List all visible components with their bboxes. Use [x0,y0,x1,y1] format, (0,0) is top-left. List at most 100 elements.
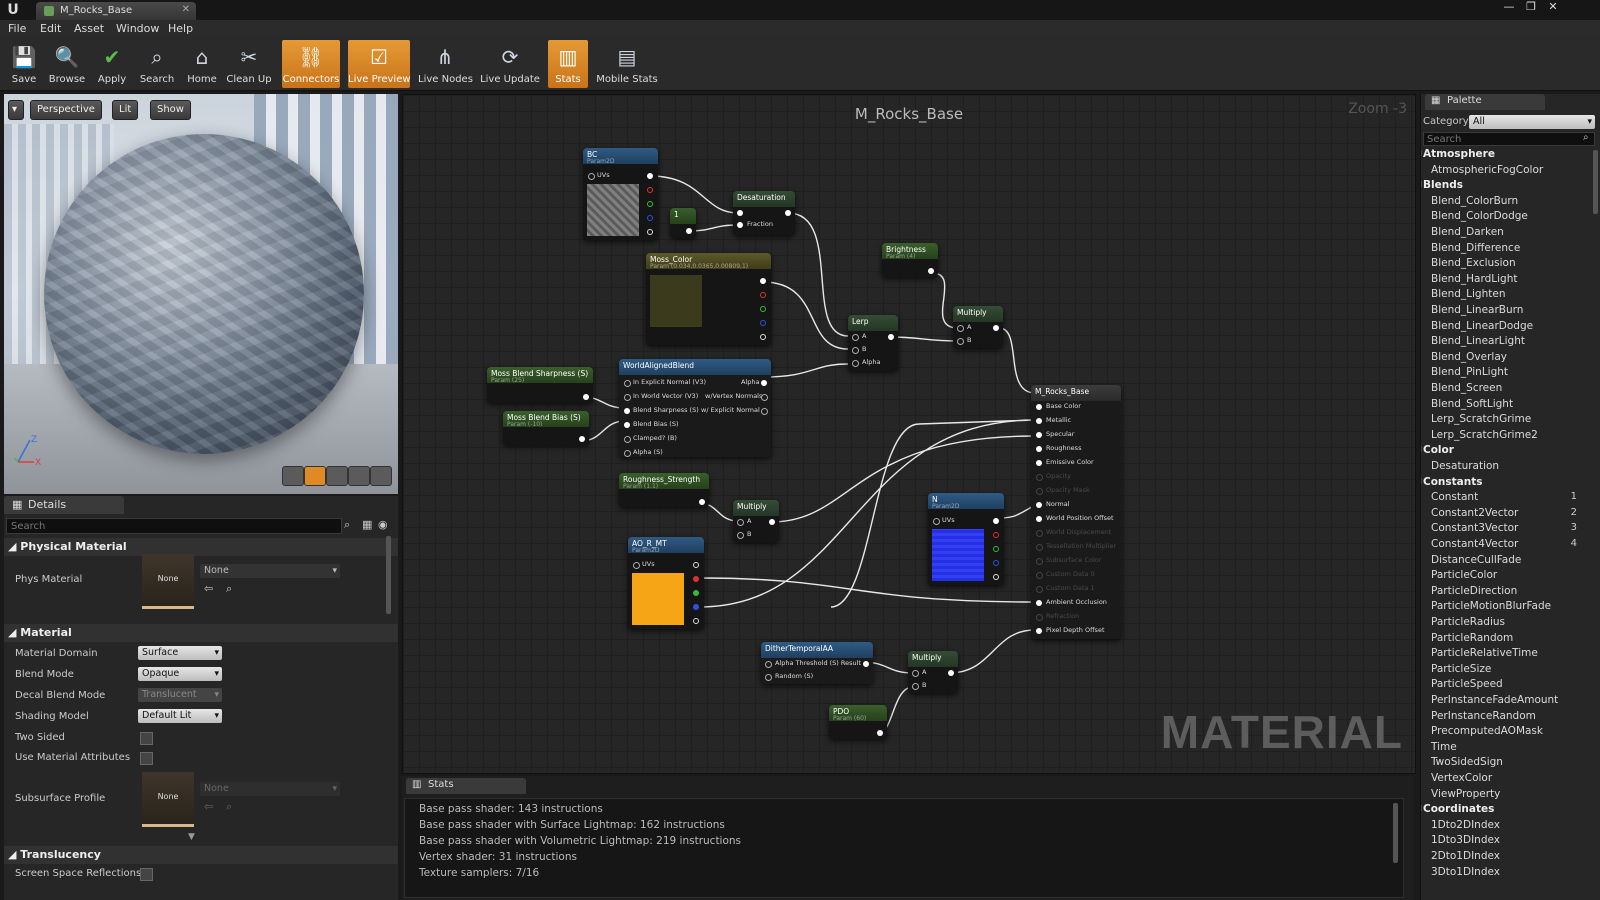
palette-item[interactable]: Constant3Vector [1431,522,1519,535]
clean-up-button[interactable]: ✂Clean Up [226,40,272,88]
pin-a-out[interactable] [760,334,766,340]
palette-item[interactable]: Constant4Vector [1431,538,1519,550]
use-selected-arrow-icon[interactable]: ⇦ [204,582,214,595]
pin-out[interactable] [948,670,954,676]
menu-asset[interactable]: Asset [74,22,105,35]
pin-vertex-normals-out[interactable] [761,394,768,401]
palette-item[interactable]: Blend_LinearDodge [1431,319,1534,332]
result-pin[interactable] [1036,516,1042,522]
pin-a[interactable] [852,334,859,341]
pin-a-out[interactable] [693,618,699,624]
palette-item[interactable]: ParticleSize [1431,662,1492,675]
expand-advanced-icon[interactable]: ▼ [188,832,195,842]
palette-item[interactable]: Blend_ColorBurn [1431,194,1519,207]
pin-rgb-out[interactable] [760,278,766,284]
subsurface-profile-combo[interactable]: None [200,782,340,796]
palette-category[interactable]: Constants [1423,475,1483,488]
show-button[interactable]: Show [150,100,191,120]
palette-item[interactable]: Lerp_ScratchGrime [1431,413,1532,426]
preview-plane-button[interactable] [326,466,348,486]
node-dither-temporal-aa[interactable]: DitherTemporalAA Alpha Threshold (S) Res… [761,642,873,684]
details-scrollbar[interactable] [386,536,391,614]
palette-item[interactable]: TwoSidedSign [1431,756,1503,769]
palette-item[interactable]: ParticleRadius [1431,616,1506,628]
pin-b-out[interactable] [693,604,699,610]
live-nodes-button[interactable]: ⋔Live Nodes [418,40,473,88]
physical-material-section[interactable]: ◢ Physical Material [4,538,398,556]
screen-space-reflections-checkbox[interactable] [140,868,153,881]
pin-out[interactable] [699,499,705,505]
palette-item[interactable]: ParticleSpeed [1431,678,1503,691]
pin-out[interactable] [928,268,934,274]
result-pin[interactable] [1036,418,1042,424]
search-icon[interactable]: ⌕ [344,518,351,531]
result-pin[interactable] [1036,474,1043,481]
palette-item[interactable]: VertexColor [1431,772,1493,784]
document-tab[interactable]: M_Rocks_Base ✕ [36,2,196,20]
pin-fraction[interactable] [737,222,743,228]
details-tab[interactable]: ▦ Details [4,496,124,514]
palette-item[interactable]: Blend_LinearBurn [1431,304,1524,316]
pin-b-out[interactable] [993,560,999,566]
pin-r-out[interactable] [760,292,766,298]
pin-alpha-out[interactable] [761,380,767,386]
result-pin[interactable] [1036,432,1042,438]
pin-r-out[interactable] [693,576,699,582]
pin-in-explicit-normal[interactable] [624,380,631,387]
pin-alpha-s[interactable] [624,450,631,457]
lit-button[interactable]: Lit [112,100,139,120]
palette-item[interactable]: AtmosphericFogColor [1431,163,1544,176]
pin-in-world-vector[interactable] [624,394,631,401]
subsurface-profile-thumbnail[interactable]: None [142,772,194,827]
stats-button[interactable]: ▥Stats [548,40,588,88]
preview-viewport[interactable]: ▾ Perspective Lit Show Z X [4,94,398,494]
palette-item[interactable]: PerInstanceRandom [1431,709,1536,722]
palette-item[interactable]: ParticleMotionBlurFade [1431,600,1552,613]
pin-g-out[interactable] [693,590,699,596]
palette-item[interactable]: Constant [1431,491,1479,504]
palette-item[interactable]: Blend_HardLight [1431,272,1518,285]
apply-button[interactable]: ✔Apply [92,40,132,88]
mobile-stats-button[interactable]: ▤Mobile Stats [596,40,658,88]
result-pin[interactable] [1036,544,1043,551]
pin-blend-sharpness[interactable] [624,408,630,414]
live-preview-button[interactable]: ☑Live Preview [348,40,411,88]
browse-button[interactable]: 🔍Browse [46,40,88,88]
pin-b-out[interactable] [647,215,653,221]
palette-item[interactable]: Blend_PinLight [1431,366,1509,379]
preview-cylinder-button[interactable] [282,466,304,486]
home-button[interactable]: ⌂Home [182,40,222,88]
palette-tab[interactable]: ▦ Palette [1425,94,1545,110]
pin-a[interactable] [957,325,964,332]
palette-item[interactable]: Blend_SoftLight [1431,397,1514,410]
browse-asset-icon[interactable]: ⌕ [226,800,233,813]
grid-view-icon[interactable]: ▦ [362,518,373,531]
menu-window[interactable]: Window [116,22,160,35]
close-tab-icon[interactable]: ✕ [181,4,190,15]
result-pin[interactable] [1036,600,1042,606]
palette-category[interactable]: Coordinates [1423,803,1495,816]
node-desaturation[interactable]: Desaturation Fraction [733,191,795,235]
palette-item[interactable]: Blend_Screen [1431,382,1503,394]
palette-category[interactable]: Atmosphere [1423,148,1495,160]
pin-r-out[interactable] [647,187,653,193]
node-multiply-1[interactable]: Multiply A B [953,306,1003,348]
pin-a-out[interactable] [647,229,653,235]
result-pin[interactable] [1036,488,1043,495]
result-pin[interactable] [1036,572,1043,579]
node-moss-blend-sharpness[interactable]: Moss Blend Sharpness (S)Param (25) [487,367,593,403]
pin-b-out[interactable] [760,320,766,326]
palette-item[interactable]: ViewProperty [1431,787,1501,800]
material-domain-combo[interactable]: Surface [138,646,222,660]
pin-random[interactable] [765,674,772,681]
palette-item[interactable]: Blend_Lighten [1431,288,1506,301]
result-pin[interactable] [1036,530,1043,537]
pin-uvs-in[interactable] [933,518,940,525]
save-button[interactable]: 💾Save [4,40,44,88]
